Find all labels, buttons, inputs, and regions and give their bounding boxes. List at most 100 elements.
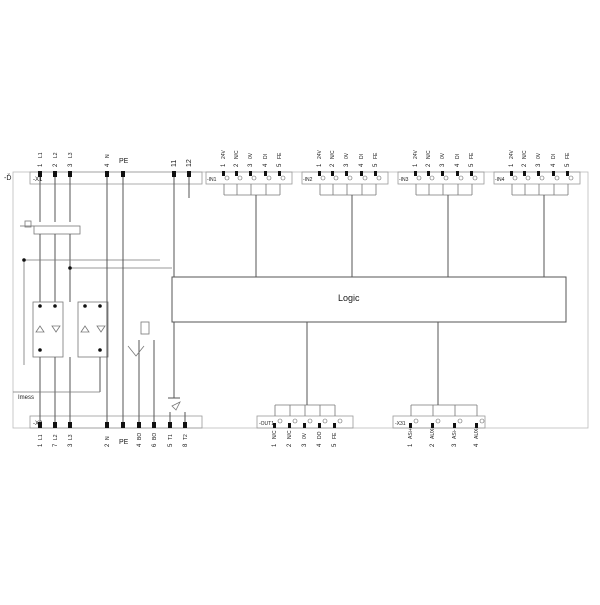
x31-pin-circle (413, 418, 419, 424)
x31-terminal (409, 423, 412, 428)
x2-terminal-markers (38, 422, 187, 428)
input-pin-circle (512, 175, 518, 181)
input-pin-num: 4 (263, 163, 269, 167)
input-pin-name: N/C (330, 150, 336, 159)
x1-t4-num: 4 (105, 163, 111, 167)
input-terminal (360, 171, 363, 176)
x31-pin-num: 2 (430, 443, 436, 447)
x1-tag: -X1 (33, 177, 43, 183)
x2-t2-num: 2 (105, 443, 111, 447)
out1-pin-name: 0V (302, 432, 308, 439)
x31-pin-name: ASi+ (408, 428, 414, 439)
x31-pin-name: AUX- (430, 427, 436, 439)
logic-label: Logic (338, 293, 360, 303)
input-pin-num: 4 (359, 163, 365, 167)
input-pin-name: N/C (234, 150, 240, 159)
x1-t3-name: L3 (68, 152, 74, 158)
imess-label: Imess (18, 395, 34, 401)
x31-pin-circle (435, 418, 441, 424)
input-pin-circle (376, 175, 382, 181)
input-pin-circle (554, 175, 560, 181)
out1-pin-name: N/C (272, 430, 278, 439)
x1-t11-num: 11 (171, 160, 178, 167)
input-pin-name: 0V (536, 152, 542, 159)
input-pin-name: 24V (317, 149, 323, 159)
input-terminal (264, 171, 267, 176)
input-pin-name: 0V (344, 152, 350, 159)
input-tag: -IN3 (399, 177, 409, 183)
input-pin-circle (280, 175, 286, 181)
input-pin-circle (525, 175, 531, 181)
input-terminal (331, 171, 334, 176)
x2-t6-num: 6 (152, 443, 158, 447)
input-pin-num: 4 (455, 163, 461, 167)
x31-pin-num: 3 (452, 443, 458, 447)
out1-terminal (303, 423, 306, 428)
x2-t3-name: L3 (68, 434, 74, 440)
input-pin-num: 3 (344, 163, 350, 167)
input-pin-num: 5 (277, 163, 283, 167)
out1-pin-circle (337, 418, 343, 424)
input-pin-num: 4 (551, 163, 557, 167)
x31-pin-circle (457, 418, 463, 424)
x2-t4-name: BO (137, 433, 143, 440)
input-pin-name: 24V (221, 149, 227, 159)
input-pin-circle (443, 175, 449, 181)
out1-terminal (318, 423, 321, 428)
input-pin-name: 0V (248, 152, 254, 159)
input-terminal (427, 171, 430, 176)
input-pin-circle (266, 175, 272, 181)
input-terminal (441, 171, 444, 176)
input-pin-circle (333, 175, 339, 181)
input-terminal (456, 171, 459, 176)
input-pin-num: 3 (248, 163, 254, 167)
input-terminal (345, 171, 348, 176)
input-pin-num: 5 (469, 163, 475, 167)
out1-terminal (288, 423, 291, 428)
input-pin-num: 5 (565, 163, 571, 167)
input-pin-circle (539, 175, 545, 181)
input-pin-circle (320, 175, 326, 181)
x2-t7-name: L2 (53, 434, 59, 440)
out1-pin-name: DO (317, 431, 323, 439)
out1-pin-circle (292, 418, 298, 424)
input-pin-name: FE (565, 152, 571, 159)
input-pin-name: N/C (522, 150, 528, 159)
input-terminal (552, 171, 555, 176)
x1-box (29, 171, 203, 185)
x2-t1-name: L1 (38, 434, 44, 440)
x2-t2-name: N (105, 436, 111, 440)
device-marker: -Ď (4, 173, 11, 182)
x2-terminal-labels: 1 L1 7 L2 3 L3 2 N PE 4 BO 6 BO 5 T1 8 T… (38, 433, 189, 447)
device-frame (12, 171, 589, 429)
out1-pin-num: 4 (317, 443, 323, 447)
out1-pin-circle (322, 418, 328, 424)
x2-t7-num: 7 (53, 443, 59, 447)
input-pin-name: 0V (440, 152, 446, 159)
x31-box (392, 415, 486, 429)
input-pin-num: 5 (373, 163, 379, 167)
input-tag: -IN1 (207, 177, 217, 183)
x31-pin-num: 4 (474, 443, 480, 447)
x1-t1-num: 1 (38, 163, 44, 167)
x31-pin-name: AUX+ (474, 426, 480, 439)
out1-terminal (273, 423, 276, 428)
input-pin-name: DI (455, 154, 461, 159)
input-pin-circle (224, 175, 230, 181)
input-pin-num: 2 (234, 163, 240, 167)
x31-terminal (431, 423, 434, 428)
input-terminal (278, 171, 281, 176)
out1-pin-circle (277, 418, 283, 424)
input-pin-circle (458, 175, 464, 181)
input-terminal (249, 171, 252, 176)
out1-pin-num: 3 (302, 443, 308, 447)
x2-t5-name: T1 (168, 434, 174, 440)
input-tag: -IN2 (303, 177, 313, 183)
out1-terminal (333, 423, 336, 428)
x31-terminal (475, 423, 478, 428)
